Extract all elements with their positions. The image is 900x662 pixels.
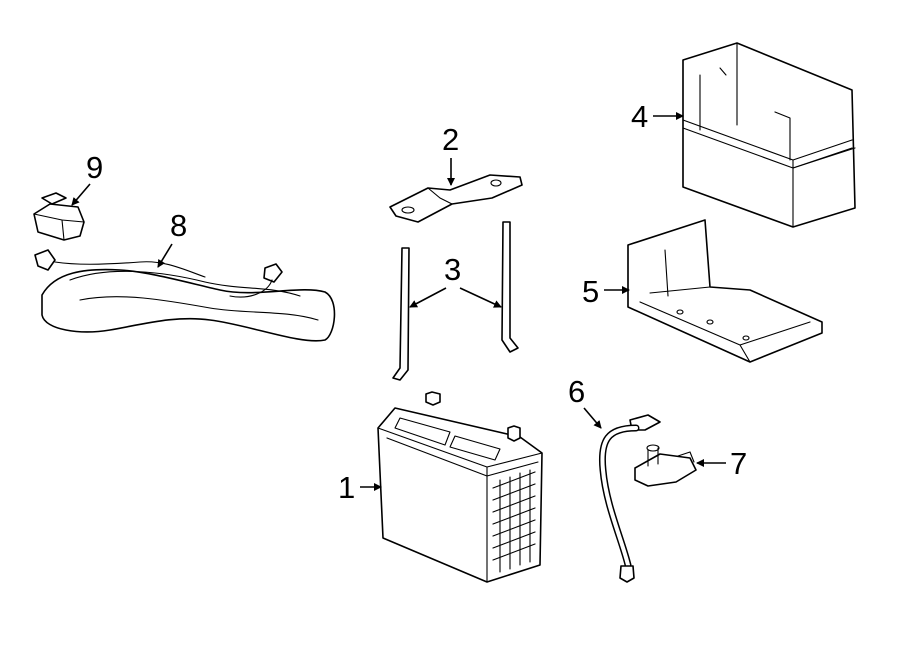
callout-2: 2 <box>442 122 459 186</box>
callout-4: 4 <box>631 99 684 134</box>
callout-number-8: 8 <box>170 208 187 243</box>
callout-number-1: 1 <box>338 470 355 505</box>
leader-arrow-3b <box>459 287 502 308</box>
negative-cable <box>598 414 661 583</box>
callout-number-7: 7 <box>730 446 747 481</box>
callout-number-5: 5 <box>582 274 599 309</box>
callout-1: 1 <box>338 470 382 505</box>
hold-down-rods <box>392 221 519 381</box>
battery-terminal-clamp <box>634 444 697 487</box>
battery-box-cover <box>682 42 856 228</box>
battery-tray <box>627 219 823 363</box>
callout-number-6: 6 <box>568 374 585 409</box>
positive-cable-harness <box>34 249 336 342</box>
callout-number-9: 9 <box>86 150 103 185</box>
callout-7: 7 <box>696 446 747 481</box>
leader-arrow-9 <box>71 183 91 206</box>
callout-5: 5 <box>582 274 630 309</box>
callout-8: 8 <box>157 208 187 268</box>
callout-number-2: 2 <box>442 122 459 157</box>
hold-down-bracket <box>389 174 523 223</box>
callout-3: 3 <box>409 252 502 308</box>
leader-arrow-3a <box>409 287 447 308</box>
battery <box>377 391 543 583</box>
callout-number-3: 3 <box>444 252 461 287</box>
leader-arrow-6 <box>583 407 602 429</box>
callout-9: 9 <box>71 150 103 206</box>
callout-6: 6 <box>568 374 602 429</box>
callout-number-4: 4 <box>631 99 648 134</box>
fuse-relay-block <box>33 192 85 241</box>
leader-arrow-8 <box>157 243 173 268</box>
